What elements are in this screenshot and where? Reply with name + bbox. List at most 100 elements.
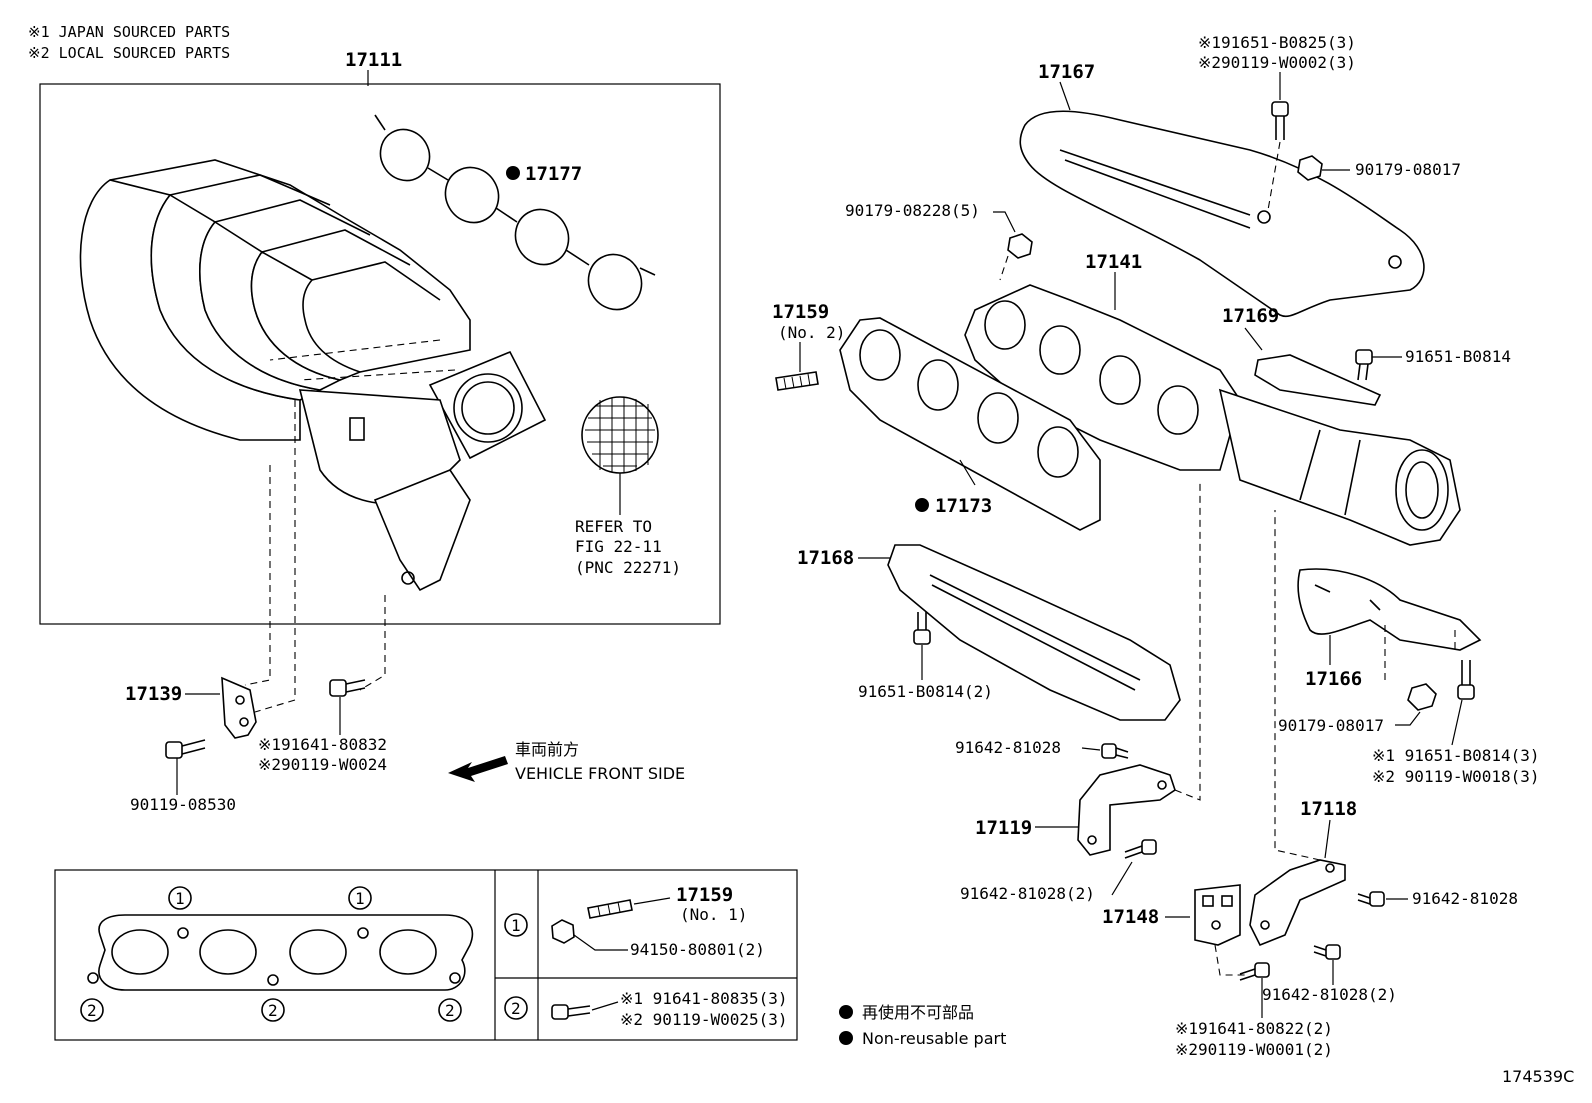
note-local-sourced: ※2 LOCAL SOURCED PARTS bbox=[28, 44, 230, 62]
label-17159-no2[interactable]: 17159 bbox=[772, 301, 829, 323]
stay-17119[interactable] bbox=[1077, 764, 1176, 856]
inset-table bbox=[54, 869, 798, 1041]
label-91641-80832[interactable]: ※191641-80832 bbox=[258, 735, 387, 754]
label-17119[interactable]: 17119 bbox=[975, 817, 1032, 839]
label-90179-08017-top[interactable]: 90179-08017 bbox=[1355, 160, 1461, 179]
label-91641-80822[interactable]: ※191641-80822(2) bbox=[1175, 1019, 1333, 1038]
stud-no2-icon bbox=[775, 371, 819, 391]
figure-id: 174539C bbox=[1502, 1067, 1574, 1086]
marker-1-row: 1 bbox=[504, 913, 528, 937]
bolt-17118-icon bbox=[1357, 891, 1385, 907]
bolt-top-icon bbox=[1271, 101, 1289, 140]
svg-text:2: 2 bbox=[87, 1001, 97, 1020]
label-17159-no1-sub: (No. 1) bbox=[680, 905, 747, 924]
label-94150-80801[interactable]: 94150-80801(2) bbox=[630, 940, 765, 959]
bolt-plate-small-icon bbox=[1313, 944, 1341, 960]
label-90119-w0001[interactable]: ※290119-W0001(2) bbox=[1175, 1040, 1333, 1059]
bolt-rear-icon bbox=[1457, 660, 1475, 700]
inset-stud-icon bbox=[587, 899, 633, 919]
screen-filter-icon bbox=[581, 396, 659, 515]
refer-line-3: (PNC 22271) bbox=[575, 558, 681, 577]
label-17166[interactable]: 17166 bbox=[1305, 668, 1362, 690]
non-reusable-dot bbox=[506, 166, 520, 180]
nut-rear-icon bbox=[1407, 683, 1437, 711]
label-17141[interactable]: 17141 bbox=[1085, 251, 1142, 273]
label-91651-b0814-2[interactable]: 91651-B0814(2) bbox=[858, 682, 993, 701]
intake-manifold-box bbox=[39, 83, 721, 625]
label-17148[interactable]: 17148 bbox=[1102, 906, 1159, 928]
label-91642-81028-right[interactable]: 91642-81028 bbox=[1412, 889, 1518, 908]
label-17159-no1[interactable]: 17159 bbox=[676, 884, 733, 906]
bolt-lower-icon bbox=[913, 612, 931, 645]
note-japan-sourced: ※1 JAPAN SOURCED PARTS bbox=[28, 23, 230, 41]
marker-1-top-right: 1 bbox=[348, 886, 372, 910]
label-91651-b0814-3[interactable]: ※1 91651-B0814(3) bbox=[1372, 746, 1540, 765]
intake-gasket-17177[interactable] bbox=[371, 114, 656, 319]
bracket-17169[interactable] bbox=[1254, 354, 1382, 406]
legend-jp: 再使用不可部品 bbox=[862, 1003, 974, 1022]
label-90119-w0018-3[interactable]: ※2 90119-W0018(3) bbox=[1372, 767, 1540, 786]
plate-17148[interactable] bbox=[1194, 884, 1241, 946]
intake-manifold-drawing bbox=[79, 159, 547, 592]
label-90179-08228[interactable]: 90179-08228(5) bbox=[845, 201, 980, 220]
marker-2-bottom-right: 2 bbox=[438, 998, 462, 1022]
label-90119-08530[interactable]: 90119-08530 bbox=[130, 795, 236, 814]
svg-text:2: 2 bbox=[445, 1001, 455, 1020]
bolt-90119-08530-icon bbox=[165, 739, 206, 759]
bolt-17119-icon bbox=[1124, 839, 1157, 859]
label-91651-b0814-right[interactable]: 91651-B0814 bbox=[1405, 347, 1511, 366]
label-17159-no2-sub: (No. 2) bbox=[778, 323, 845, 342]
exhaust-gasket-17173[interactable] bbox=[839, 317, 1101, 531]
marker-2-bottom-mid: 2 bbox=[261, 998, 285, 1022]
exhaust-manifold-17141[interactable] bbox=[964, 284, 1461, 546]
nut-90179-08228-icon bbox=[1007, 233, 1033, 259]
svg-text:2: 2 bbox=[268, 1001, 278, 1020]
label-17118[interactable]: 17118 bbox=[1300, 798, 1357, 820]
label-17111[interactable]: 17111 bbox=[345, 49, 402, 71]
bolt-plate-icon bbox=[1239, 962, 1270, 981]
label-17139[interactable]: 17139 bbox=[125, 683, 182, 705]
heat-insulator-upper-17167[interactable] bbox=[1019, 110, 1425, 318]
heat-insulator-lower-17168[interactable] bbox=[887, 544, 1181, 721]
svg-text:1: 1 bbox=[355, 889, 365, 908]
label-17173[interactable]: 17173 bbox=[935, 495, 992, 517]
svg-text:2: 2 bbox=[511, 999, 521, 1018]
non-reusable-dot bbox=[915, 498, 929, 512]
marker-1-top-left: 1 bbox=[168, 886, 192, 910]
refer-line-1: REFER TO bbox=[575, 517, 652, 536]
bracket-17139[interactable] bbox=[221, 676, 257, 739]
label-90119-w0002[interactable]: ※290119-W0002(3) bbox=[1198, 53, 1356, 72]
label-17167[interactable]: 17167 bbox=[1038, 61, 1095, 83]
label-91642-81028-2-right[interactable]: 91642-81028(2) bbox=[1262, 985, 1397, 1004]
marker-2-bottom-left: 2 bbox=[80, 998, 104, 1022]
stay-17118[interactable] bbox=[1249, 859, 1346, 947]
bolt-91641-80832-icon bbox=[329, 679, 366, 697]
label-90119-w0025[interactable]: ※2 90119-W0025(3) bbox=[620, 1010, 788, 1029]
legend-en: Non-reusable part bbox=[862, 1029, 1006, 1048]
nut-90179-08017-icon bbox=[1297, 155, 1323, 181]
legend-dot-2 bbox=[839, 1031, 853, 1045]
front-label-jp: 車両前方 bbox=[515, 740, 579, 759]
label-91642-81028-mid[interactable]: 91642-81028 bbox=[955, 738, 1061, 757]
label-17177[interactable]: 17177 bbox=[525, 163, 582, 185]
svg-text:1: 1 bbox=[175, 889, 185, 908]
bolt-91651-b0814-icon bbox=[1355, 349, 1373, 381]
inset-bolt-icon bbox=[551, 1004, 591, 1020]
inset-nut-icon bbox=[551, 919, 575, 944]
svg-text:1: 1 bbox=[511, 916, 521, 935]
label-91641-80835[interactable]: ※1 91641-80835(3) bbox=[620, 989, 788, 1008]
front-arrow-icon bbox=[448, 756, 508, 782]
label-91651-b0825[interactable]: ※191651-B0825(3) bbox=[1198, 33, 1356, 52]
bolt-mid-icon bbox=[1101, 743, 1129, 759]
marker-2-row: 2 bbox=[504, 996, 528, 1020]
label-90179-08017-rear[interactable]: 90179-08017 bbox=[1278, 716, 1384, 735]
label-90119-w0024[interactable]: ※290119-W0024 bbox=[258, 755, 387, 774]
label-17168[interactable]: 17168 bbox=[797, 547, 854, 569]
refer-line-2: FIG 22-11 bbox=[575, 537, 662, 556]
label-17169[interactable]: 17169 bbox=[1222, 305, 1279, 327]
heat-insulator-rear-17166[interactable] bbox=[1297, 568, 1482, 651]
inset-gasket-drawing bbox=[87, 914, 474, 991]
label-91642-81028-2-left[interactable]: 91642-81028(2) bbox=[960, 884, 1095, 903]
